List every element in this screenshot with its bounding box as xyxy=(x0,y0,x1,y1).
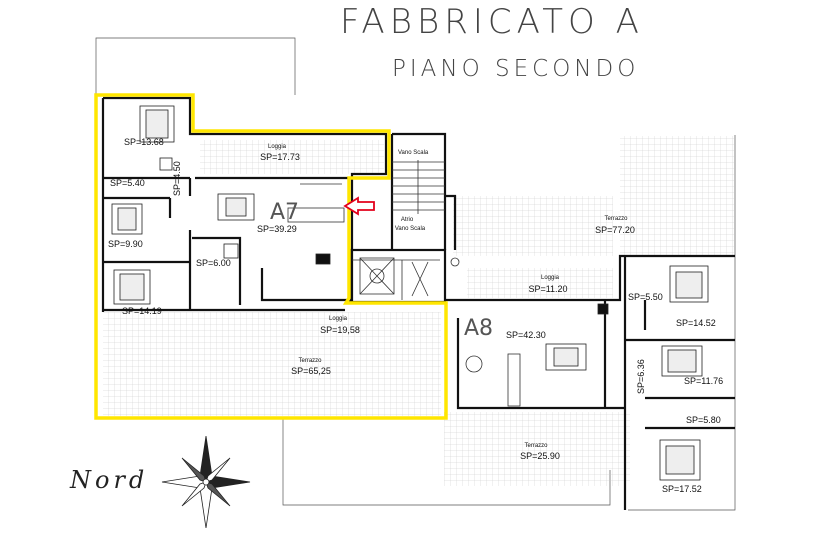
room-area-label: SP=6.36 xyxy=(636,359,646,394)
room-name-label: Terrazzo xyxy=(524,443,548,449)
room-area-label: SP=25.90 xyxy=(520,451,560,461)
unit-label-a8: A8 xyxy=(464,316,494,341)
terraces xyxy=(103,136,734,486)
compass-rose-icon xyxy=(161,435,251,529)
room-name-label: Atrio xyxy=(400,217,414,223)
property-boundary xyxy=(95,37,736,511)
compass-label: Nord xyxy=(70,466,149,494)
room-area-label: SP=39.29 xyxy=(257,224,297,234)
room-area-label: SP=13.68 xyxy=(124,137,164,147)
room-area-label: SP=11.76 xyxy=(684,376,724,386)
room-name-label: Vano Scala xyxy=(398,150,429,156)
room-area-label: SP=5.40 xyxy=(110,178,145,188)
room-name-label: Vano Scala xyxy=(394,226,426,232)
entrance-arrow-icon xyxy=(343,196,375,216)
room-area-label: SP=4.50 xyxy=(172,161,182,196)
room-name-label: Loggia xyxy=(540,275,560,281)
room-area-label: SP=14.52 xyxy=(676,318,716,328)
room-area-label: SP=14.19 xyxy=(122,306,162,316)
walls xyxy=(101,96,735,510)
room-name-label: Terrazzo xyxy=(604,216,628,222)
drawing-title: FABBRICATO A xyxy=(340,2,644,42)
inner-lines xyxy=(287,160,521,407)
room-name-label: Loggia xyxy=(267,144,287,150)
room-area-label: SP=42.30 xyxy=(506,330,546,340)
room-area-label: SP=17.52 xyxy=(662,484,702,494)
drawing-subtitle: PIANO SECONDO xyxy=(392,56,640,82)
room-area-label: SP=19,58 xyxy=(320,325,360,335)
room-area-label: SP=11.20 xyxy=(528,284,568,294)
room-name-label: Terrazzo xyxy=(298,358,322,364)
unit-label-a7: A7 xyxy=(270,200,300,225)
room-area-label: SP=9.90 xyxy=(108,239,143,249)
room-area-label: SP=5.80 xyxy=(686,415,721,425)
room-area-label: SP=6.00 xyxy=(196,258,231,268)
unit-a7-highlight xyxy=(94,93,448,420)
room-area-label: SP=65,25 xyxy=(291,366,331,376)
room-area-label: SP=17.73 xyxy=(260,152,300,162)
room-name-label: Loggia xyxy=(328,316,348,322)
room-area-label: SP=77.20 xyxy=(595,225,635,235)
room-area-label: SP=5.50 xyxy=(628,292,663,302)
furniture xyxy=(111,105,709,481)
